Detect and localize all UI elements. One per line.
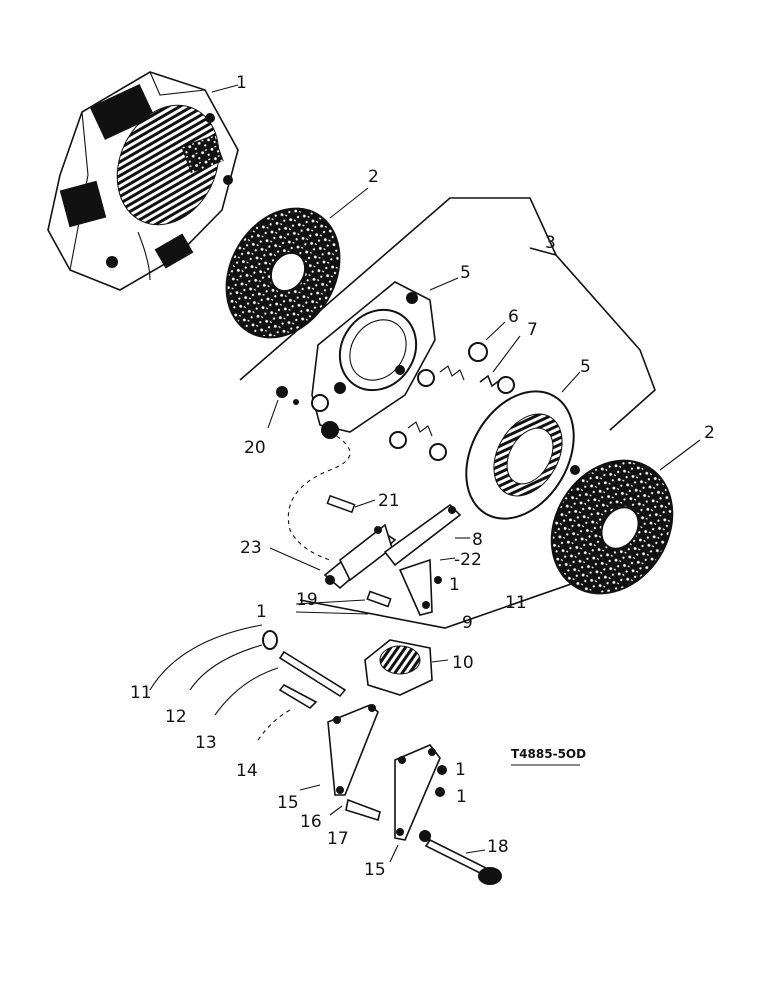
callout-10: 10 [452,653,474,673]
callout-1: 1 [236,73,247,93]
balls-and-springs [267,321,521,461]
callout-11-left: 11 [130,683,152,703]
callout-1-right-a: 1 [455,760,466,780]
pins-and-washers [149,624,347,741]
friction-disc-upper [225,187,369,339]
callout-2-upper: 2 [368,167,379,187]
callout-6: 6 [508,307,519,327]
callout-18: 18 [487,837,509,857]
actuating-plate [311,277,459,439]
friction-disc-lower [550,439,701,595]
callout-7: 7 [527,320,538,340]
drawing-code: T4885-5OD [511,747,586,761]
pressure-plate [465,371,581,520]
callout-14: 14 [236,761,258,781]
callout-8: 8 [472,530,483,550]
callout-19: 19 [296,590,318,610]
callout-16: 16 [300,812,322,832]
callout-23: 23 [240,538,262,558]
callout-1-left: 1 [256,602,267,622]
link-plates [299,704,502,885]
cam-block [364,639,449,696]
callout-21: 21 [378,491,400,511]
linkage-assembly [269,494,470,616]
callout-2-lower: 2 [704,423,715,443]
callout-labels: 1 2 3 5 6 7 5 2 20 21 23 8 -22 1 11 19 9… [130,73,715,880]
brake-housing [47,71,239,291]
callout-15-left: 15 [277,793,299,813]
callout-17: 17 [327,829,349,849]
callout-15-right: 15 [364,860,386,880]
callout-1-right-b: 1 [456,787,467,807]
dashed-guide [287,431,351,561]
callout-9: 9 [462,613,473,633]
callout-3: 3 [545,233,556,253]
callout-1-mid: 1 [449,575,460,595]
callout-5-lower: 5 [580,357,591,377]
callout-5-upper: 5 [460,263,471,283]
callout-11-right: 11 [505,593,527,613]
callout-20: 20 [244,438,266,458]
callout-12: 12 [165,707,187,727]
callout-13: 13 [195,733,217,753]
callout-22: -22 [454,550,482,570]
